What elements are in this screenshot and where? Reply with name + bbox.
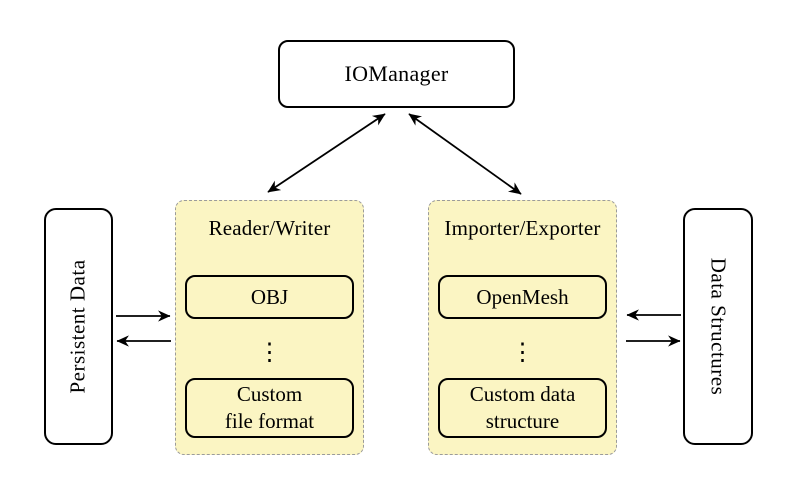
vertical-ellipsis: ⋮ (257, 340, 282, 366)
custom-data-structure-line1: Custom data (469, 382, 576, 406)
importer-exporter-title: Importer/Exporter (444, 216, 601, 240)
obj-node: OBJ (185, 275, 354, 319)
arrow-iomanager-importerexporter (408, 113, 522, 195)
persistent-data-label: Persistent Data (66, 259, 90, 394)
data-structures-label: Data Structures (706, 257, 731, 396)
iomanager-node: IOManager (278, 40, 515, 108)
openmesh-label: OpenMesh (476, 284, 569, 309)
persistent-data-node: Persistent Data (44, 208, 113, 445)
custom-file-format-node: Custom file format (185, 378, 354, 438)
reader-writer-title: Reader/Writer (208, 216, 331, 240)
custom-data-structure-node: Custom data structure (438, 378, 607, 438)
data-structures-node: Data Structures (683, 208, 753, 445)
reader-writer-panel: Reader/Writer OBJ ⋮ Custom file format (175, 200, 364, 455)
obj-label: OBJ (250, 284, 289, 309)
custom-data-structure-line2: structure (485, 409, 560, 433)
iomanager-label: IOManager (344, 61, 449, 86)
custom-file-format-line1: Custom (236, 382, 303, 406)
custom-file-format-line2: file format (224, 409, 315, 433)
openmesh-node: OpenMesh (438, 275, 607, 319)
arrow-iomanager-readerwriter (267, 113, 386, 193)
importer-exporter-panel: Importer/Exporter OpenMesh ⋮ Custom data… (428, 200, 617, 455)
vertical-ellipsis: ⋮ (510, 340, 535, 366)
